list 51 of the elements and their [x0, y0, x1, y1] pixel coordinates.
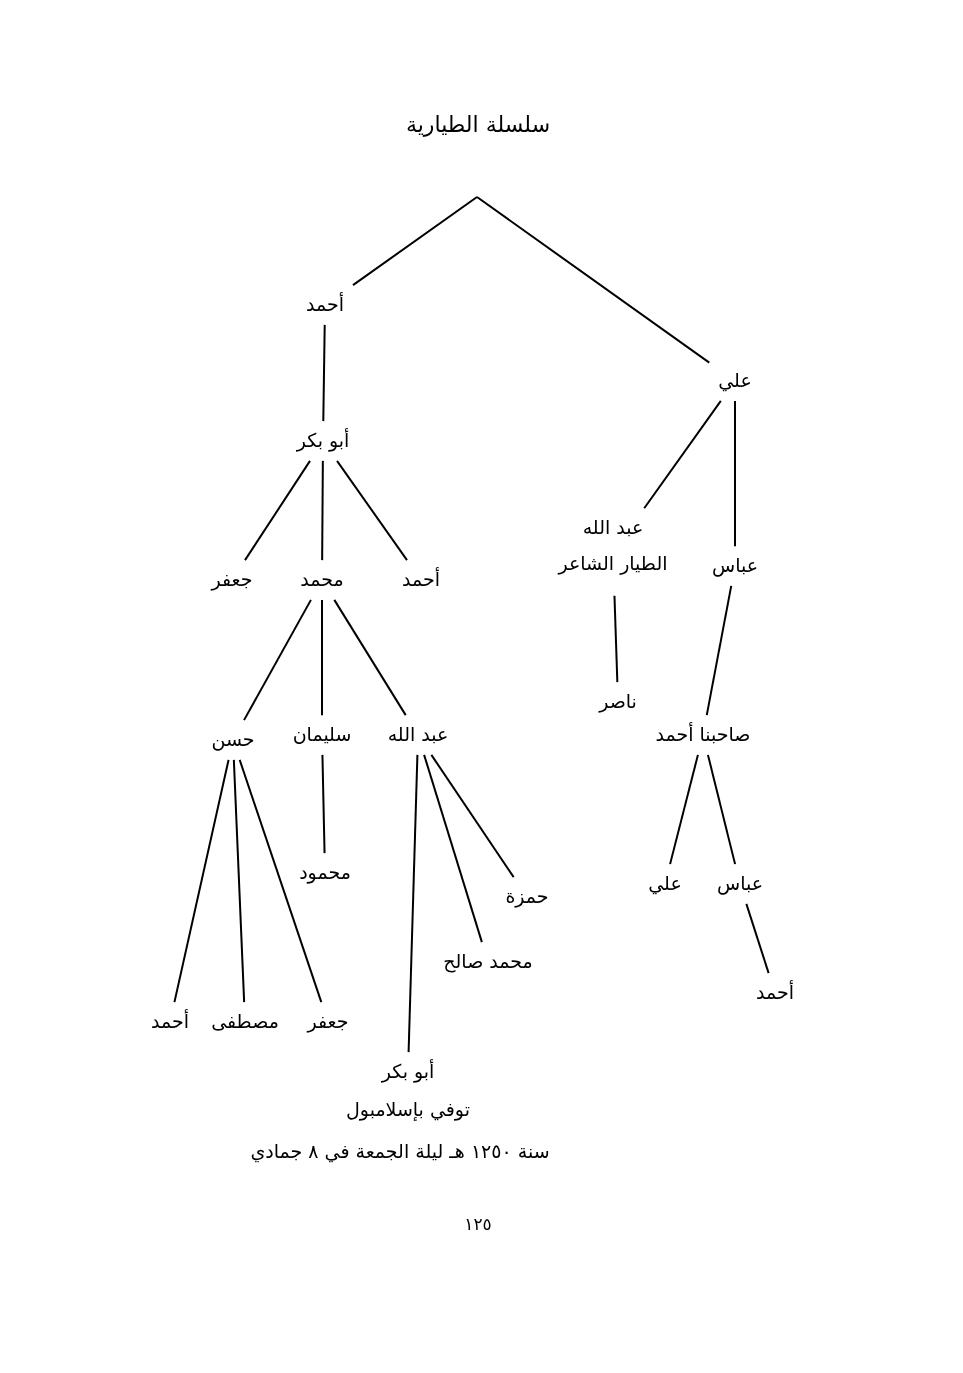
- name-label: علي: [645, 870, 685, 898]
- branch-line: [232, 758, 246, 1004]
- branch-line: [336, 459, 408, 562]
- name-label: جعفر: [208, 566, 256, 594]
- branch-line: [745, 902, 770, 975]
- branch-line: [321, 459, 324, 562]
- name-label: أبو بكر: [293, 427, 353, 455]
- name-label: سليمان: [289, 721, 355, 749]
- note-text: سنة ١٢٥٠ هـ ليلة الجمعة في ٨ جمادي: [250, 1140, 550, 1164]
- name-label: علي: [715, 367, 755, 395]
- branch-line: [173, 758, 230, 1004]
- branch-line: [423, 753, 483, 944]
- name-label: عباس: [713, 870, 767, 898]
- name-label: الطيار الشاعر: [558, 552, 668, 576]
- name-label: أحمد: [753, 979, 797, 1007]
- name-label: أحمد: [303, 291, 347, 319]
- name-label: عباس: [708, 552, 762, 580]
- name-label: ناصر: [596, 688, 640, 716]
- name-label: عبد الله: [581, 516, 645, 540]
- name-label: عبد الله: [384, 721, 452, 749]
- branch-line: [244, 459, 311, 562]
- branch-line: [321, 753, 326, 855]
- name-label: محمد: [297, 566, 347, 594]
- branch-line: [734, 399, 736, 548]
- name-label: محمود: [296, 859, 354, 887]
- branch-line: [706, 753, 737, 866]
- branch-line: [322, 323, 326, 423]
- branch-line: [430, 753, 515, 879]
- branch-line: [351, 196, 478, 287]
- branch-line: [333, 598, 407, 717]
- name-label: مصطفى: [208, 1008, 282, 1036]
- branch-line: [238, 758, 323, 1004]
- name-label: أبو بكر: [378, 1058, 438, 1086]
- branch-line: [243, 598, 312, 722]
- name-label: حسن: [208, 726, 258, 754]
- branch-line: [613, 594, 619, 684]
- note-text: توفي بإسلامبول: [346, 1098, 470, 1122]
- branch-line: [669, 753, 699, 866]
- branch-line: [705, 584, 733, 717]
- name-label: محمد صالح: [440, 948, 536, 976]
- name-label: أحمد: [148, 1008, 192, 1036]
- title: سلسلة الطيارية: [405, 111, 551, 139]
- name-label: صاحبنا أحمد: [652, 721, 754, 749]
- branch-line: [407, 753, 419, 1054]
- page-number: ١٢٥: [464, 1214, 492, 1236]
- branch-line: [643, 399, 722, 510]
- name-label: جعفر: [304, 1008, 352, 1036]
- name-label: أحمد: [399, 566, 443, 594]
- name-label: حمزة: [502, 883, 552, 911]
- branch-line: [321, 598, 323, 717]
- branch-line: [476, 196, 711, 364]
